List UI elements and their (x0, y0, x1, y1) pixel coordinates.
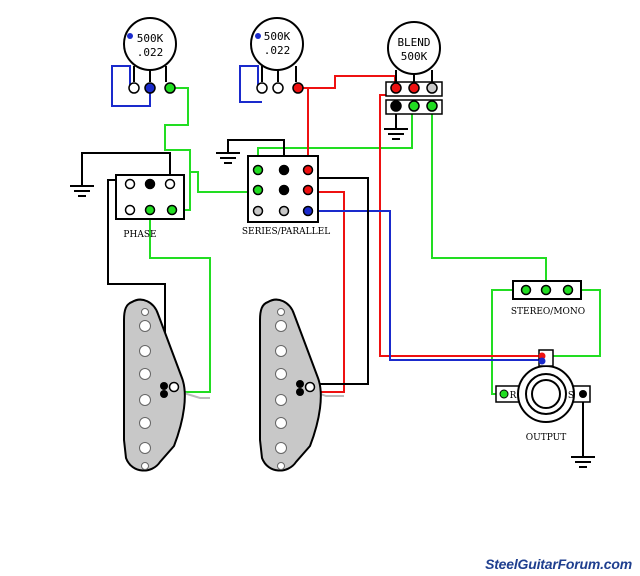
wire-sp-to-jack (308, 210, 540, 361)
wire-stereo-to-ring (491, 289, 524, 395)
wire-sp-to-pickup2-black (300, 177, 369, 385)
pot-blend-lug-2 (408, 82, 420, 94)
stereo-mono-switch: STEREO/MONO (511, 280, 585, 317)
ground-icon (70, 185, 94, 197)
ground-icon (216, 152, 240, 164)
output-jack: R S OUTPUT (495, 349, 591, 443)
wire-phase-to-sp (190, 171, 258, 193)
pot-blend-lug-4 (390, 100, 402, 112)
pot-2: 500K .022 (250, 17, 304, 94)
pot-blend-lug-3 (426, 82, 438, 94)
pot-1-lug-1 (128, 82, 140, 94)
pickup-1-body (123, 298, 186, 472)
pot-1-lug-3 (164, 82, 176, 94)
wire-blend-to-stereo (431, 104, 547, 290)
pot-1-value: 500K (137, 32, 164, 45)
pot-blend-lug-6 (426, 100, 438, 112)
wire-pot2-to-blend (300, 75, 396, 89)
pot-1: 500K .022 (123, 17, 177, 94)
phase-label: PHASE (123, 230, 156, 240)
watermark: SteelGuitarForum.com (485, 556, 632, 572)
pot-2-cap: .022 (264, 44, 291, 57)
pot-1-lug-2 (144, 82, 156, 94)
jack-hole (531, 379, 561, 409)
pickup-2-body (259, 298, 322, 472)
pickup-2 (259, 298, 322, 472)
phase-switch: PHASE (115, 174, 185, 240)
pot-2-lug-1 (256, 82, 268, 94)
wire-pot2-jumper (239, 65, 262, 103)
wire-phase-ground (81, 152, 171, 185)
jack-sleeve-label: S (568, 391, 574, 401)
wire-phase-to-pickup1 (149, 210, 211, 393)
wires-blue (111, 65, 540, 361)
pickup-1 (123, 298, 186, 472)
pot-2-lug-3 (292, 82, 304, 94)
pot-1-capacitor (127, 33, 133, 39)
wire-pot1-jumper (111, 65, 151, 107)
stereo-mono-label: STEREO/MONO (511, 307, 585, 317)
ground-icon (384, 128, 408, 140)
pot-2-capacitor (255, 33, 261, 39)
wires-green (149, 87, 601, 395)
wire-stereo-to-jack (546, 289, 601, 357)
pot-1-cap: .022 (137, 46, 164, 59)
pot-blend: BLEND 500K (385, 21, 443, 115)
pot-2-value: 500K (264, 30, 291, 43)
ground-icon (571, 456, 595, 468)
pot-blend-lug-5 (408, 100, 420, 112)
pot-blend-lug-1 (390, 82, 402, 94)
jack-ring-label: R (510, 391, 517, 401)
pot-blend-label: BLEND (397, 36, 430, 49)
series-parallel-label: SERIES/PARALLEL (242, 227, 330, 237)
output-label: OUTPUT (526, 433, 566, 443)
wire-sp-to-pickup2 (308, 191, 345, 393)
wire-pot1-to-phase (164, 87, 191, 211)
wires-red (300, 75, 542, 393)
pot-2-lug-2 (272, 82, 284, 94)
series-parallel-switch: SERIES/PARALLEL (242, 155, 330, 237)
pot-blend-value: 500K (401, 50, 428, 63)
